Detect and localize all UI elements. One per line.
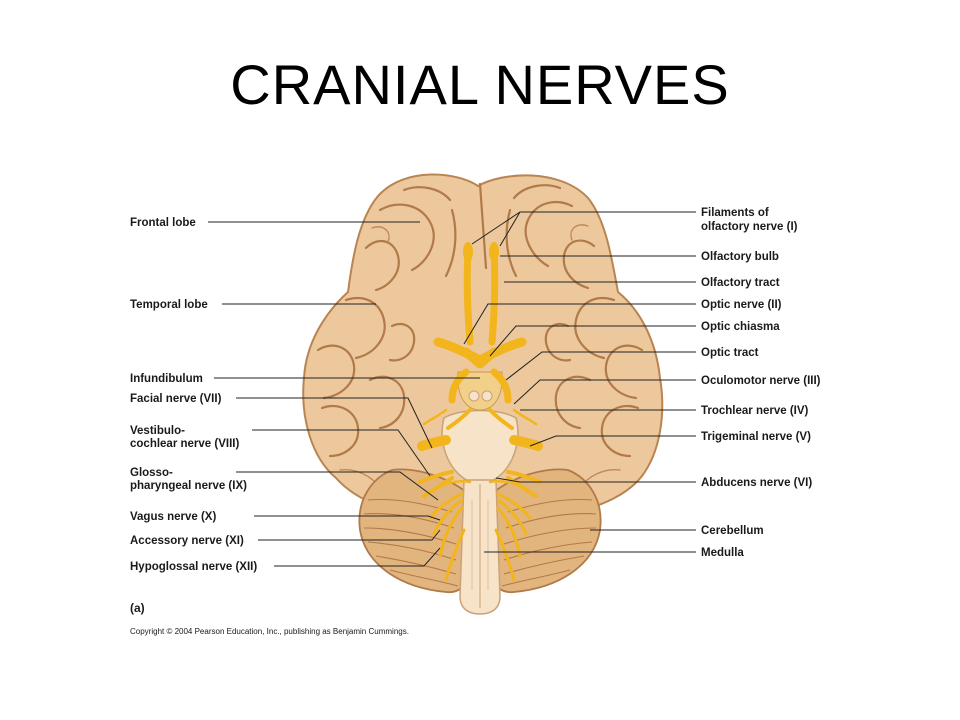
longitudinal-fissure <box>478 182 488 270</box>
left-labels: Frontal lobe Temporal lobe Infundibulum … <box>130 217 257 573</box>
brain-illustration <box>302 173 664 615</box>
label-olfactory-filaments-line1: Filaments of <box>701 207 769 219</box>
label-vestibulocochlear-line2: cochlear nerve (VIII) <box>130 438 239 450</box>
figure-tag: (a) <box>130 601 145 615</box>
label-olfactory-tract: Olfactory tract <box>701 277 780 289</box>
label-vestibulocochlear-line1: Vestibulo- <box>130 425 185 437</box>
cerebellum <box>485 468 602 593</box>
label-oculomotor-nerve: Oculomotor nerve (III) <box>701 375 821 387</box>
cranial-nerve-paths <box>417 242 543 582</box>
label-hypoglossal-nerve: Hypoglossal nerve (XII) <box>130 561 257 573</box>
slide-title: CRANIAL NERVES <box>230 53 730 116</box>
label-olfactory-filaments-line2: olfactory nerve (I) <box>701 221 798 233</box>
left-leader-lines <box>208 221 480 567</box>
pons <box>441 409 519 483</box>
label-medulla: Medulla <box>701 547 744 559</box>
label-trochlear-nerve: Trochlear nerve (IV) <box>701 405 809 417</box>
right-labels: Filaments of olfactory nerve (I) Olfacto… <box>701 207 821 559</box>
label-infundibulum: Infundibulum <box>130 373 203 385</box>
copyright-notice: Copyright © 2004 Pearson Education, Inc.… <box>130 627 409 636</box>
label-trigeminal-nerve: Trigeminal nerve (V) <box>701 431 811 443</box>
label-optic-chiasma: Optic chiasma <box>701 321 780 333</box>
right-leader-lines <box>463 211 696 553</box>
label-optic-tract: Optic tract <box>701 347 759 359</box>
label-glossopharyngeal-line1: Glosso- <box>130 467 173 479</box>
label-abducens-nerve: Abducens nerve (VI) <box>701 477 812 489</box>
label-glossopharyngeal-line2: pharyngeal nerve (IX) <box>130 480 247 492</box>
label-frontal-lobe: Frontal lobe <box>130 217 196 229</box>
label-olfactory-bulb: Olfactory bulb <box>701 251 779 263</box>
label-facial-nerve: Facial nerve (VII) <box>130 393 222 405</box>
label-optic-nerve: Optic nerve (II) <box>701 299 782 311</box>
label-vagus-nerve: Vagus nerve (X) <box>130 511 216 523</box>
label-accessory-nerve: Accessory nerve (XI) <box>130 535 244 547</box>
label-temporal-lobe: Temporal lobe <box>130 299 208 311</box>
label-cerebellum: Cerebellum <box>701 525 764 537</box>
cerebellum <box>358 468 475 593</box>
